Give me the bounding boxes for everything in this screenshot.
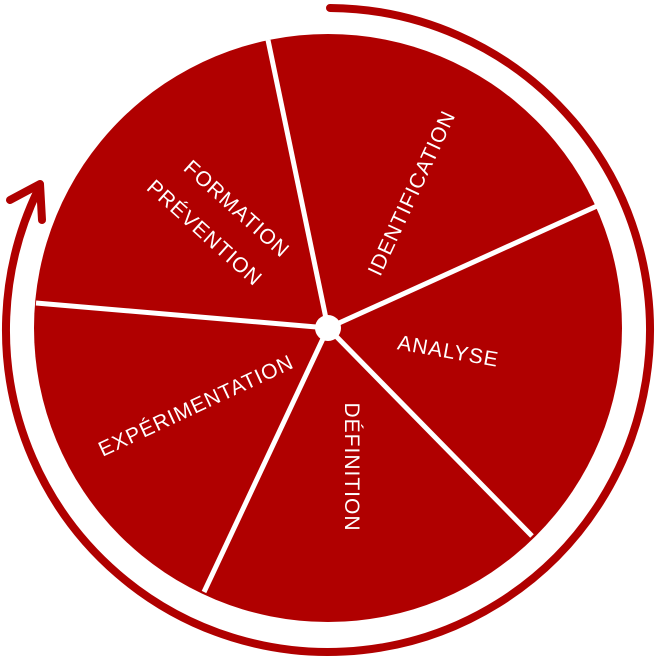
cycle-arrow-arc bbox=[1, 4, 654, 656]
divider-line bbox=[201, 326, 331, 594]
segment-dividers bbox=[35, 39, 599, 594]
arrow-head-icon bbox=[6, 180, 46, 224]
divider-line bbox=[326, 326, 534, 538]
divider-line bbox=[265, 39, 331, 329]
divider-line bbox=[35, 300, 329, 331]
segment-label-definition: DÉFINITION bbox=[340, 403, 363, 532]
center-hub bbox=[315, 315, 341, 341]
divider-line bbox=[326, 203, 599, 331]
